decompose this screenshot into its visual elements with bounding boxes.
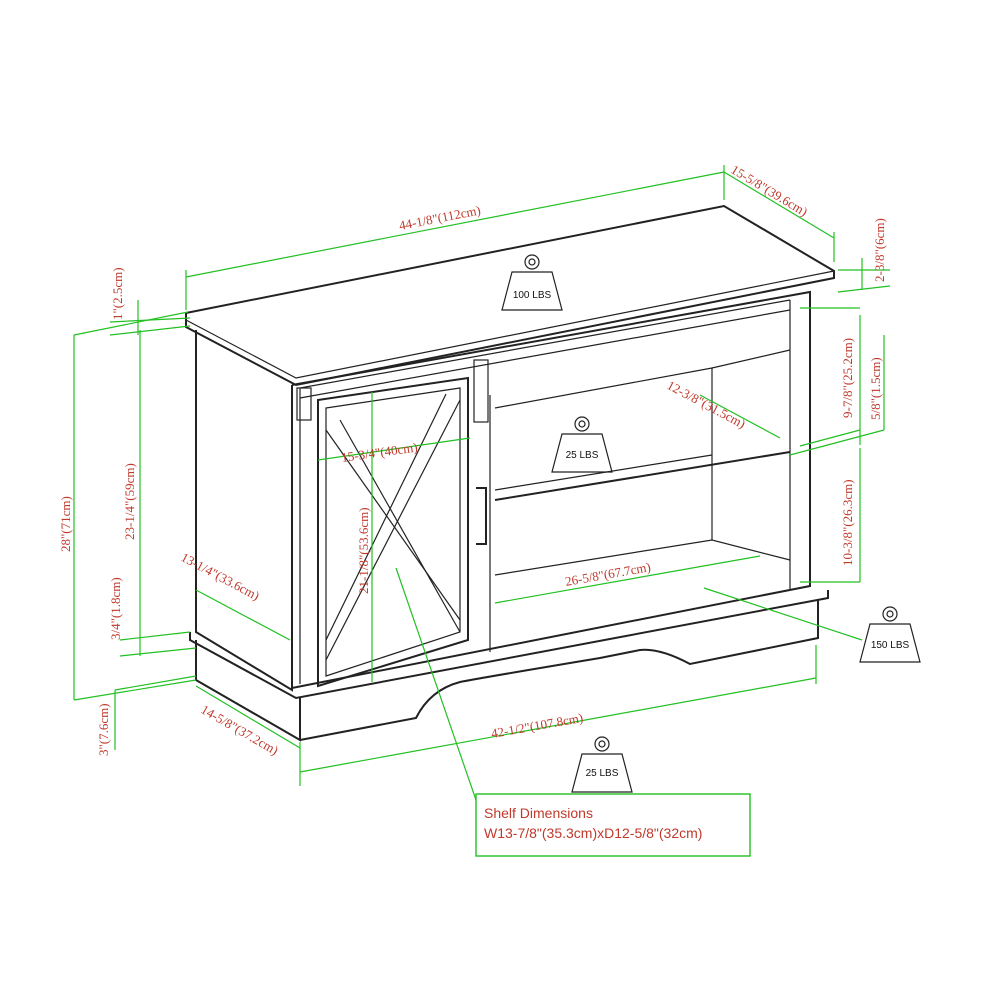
dim-line-side-depth xyxy=(195,589,291,641)
label-total-height: 28"(71cm) xyxy=(58,496,73,552)
label-door-height: 21-1/8"(53.6cm) xyxy=(356,507,371,594)
label-upper-opening: 9-7/8"(25.2cm) xyxy=(840,338,855,418)
weight-label-shelf: 25 LBS xyxy=(566,450,599,461)
top-slab xyxy=(185,204,835,387)
dim-line-base-width xyxy=(299,677,817,773)
weight-icon-shelf: 25 LBS xyxy=(551,416,613,473)
door-x-brace-4 xyxy=(325,393,447,641)
door-x-brace-2 xyxy=(339,419,461,633)
door-x-brace-3 xyxy=(325,399,461,661)
barn-rail xyxy=(299,299,791,389)
callout-box xyxy=(475,793,751,857)
weight-icon-top: 100 LBS xyxy=(501,254,563,311)
shelf-dimensions-callout: Shelf Dimensions W13-7/8"(35.3cm)xD12-5/… xyxy=(475,793,751,857)
compartment-top-right xyxy=(711,349,791,369)
label-base-width: 42-1/2"(107.8cm) xyxy=(490,710,584,741)
dimension-lines xyxy=(73,165,891,801)
label-lower-opening: 10-3/8"(26.3cm) xyxy=(840,479,855,566)
dim-line-bottom-trim xyxy=(119,631,197,657)
label-shelf-thickness: 5/8"(1.5cm) xyxy=(868,357,883,420)
label-side-depth: 13-1/4"(33.6cm) xyxy=(179,549,262,603)
door-hanger-right xyxy=(473,359,489,423)
label-base-height: 3"(7.6cm) xyxy=(96,703,111,756)
base-front-arch xyxy=(299,600,819,741)
base-left xyxy=(195,640,301,742)
left-side-panel xyxy=(195,330,293,692)
label-top-width: 44-1/8"(112cm) xyxy=(398,202,482,233)
weight-icon-ring xyxy=(524,254,540,270)
label-bottom-trim: 3/4"(1.8cm) xyxy=(108,577,123,640)
leader-shelf-callout xyxy=(395,567,477,801)
dim-line-shelf-depth xyxy=(699,394,781,439)
middle-shelf-front xyxy=(494,451,791,501)
label-shelf-depth: 12-3/8"(31.5cm) xyxy=(665,377,748,431)
weight-label-top: 100 LBS xyxy=(513,290,552,301)
weight-icon-cabinet: 25 LBS xyxy=(571,736,633,793)
dim-line-base-depth xyxy=(195,685,301,749)
dim-line-top-width xyxy=(185,171,725,278)
weight-icon-bottom: 150 LBS xyxy=(859,606,921,663)
weight-icon-body xyxy=(501,271,563,311)
label-opening-width: 26-5/8"(67.7cm) xyxy=(564,559,652,589)
dim-line-base-height xyxy=(114,675,197,750)
dim-line-top-thickness-right xyxy=(837,258,891,293)
dim-ext-base-width xyxy=(299,645,817,786)
callout-text: W13-7/8"(35.3cm)xD12-5/8"(32cm) xyxy=(484,825,702,841)
label-depth-top: 15-5/8"(39.6cm) xyxy=(728,162,810,219)
tv-stand-drawing xyxy=(185,204,835,742)
dim-line-lower-opening xyxy=(800,448,861,583)
callout-title: Shelf Dimensions xyxy=(484,805,593,821)
dim-line-depth-top xyxy=(723,171,835,239)
dim-line-upper-opening xyxy=(799,307,861,447)
base-trim xyxy=(189,590,829,700)
dim-ext-top-width xyxy=(185,165,725,310)
label-top-thickness-left: 1"(2.5cm) xyxy=(110,267,125,320)
front-frame xyxy=(291,290,811,689)
dimension-labels: 44-1/8"(112cm) 15-5/8"(39.6cm) 2-3/8"(6c… xyxy=(58,162,887,758)
dim-line-shelf-thickness xyxy=(789,335,885,456)
leader-bottom-weight xyxy=(703,587,863,641)
bottom-deck xyxy=(494,539,791,576)
door-hanger-left xyxy=(296,387,312,421)
weight-label-bottom: 150 LBS xyxy=(871,640,910,651)
door-handle xyxy=(476,487,487,545)
top-slab-edge xyxy=(185,270,835,379)
door-x-brace-1 xyxy=(325,429,461,621)
label-body-height: 23-1/4"(59cm) xyxy=(122,463,137,540)
barn-rail-lower xyxy=(299,309,791,399)
label-top-thickness-right: 2-3/8"(6cm) xyxy=(872,218,887,282)
label-door-width: 15-3/4"(40cm) xyxy=(340,439,418,465)
dim-ext-total-height xyxy=(73,311,197,701)
weight-label-cabinet: 25 LBS xyxy=(586,768,619,779)
barn-door xyxy=(317,376,469,688)
dim-line-door-width xyxy=(317,437,471,461)
dim-line-opening-width xyxy=(494,555,761,604)
